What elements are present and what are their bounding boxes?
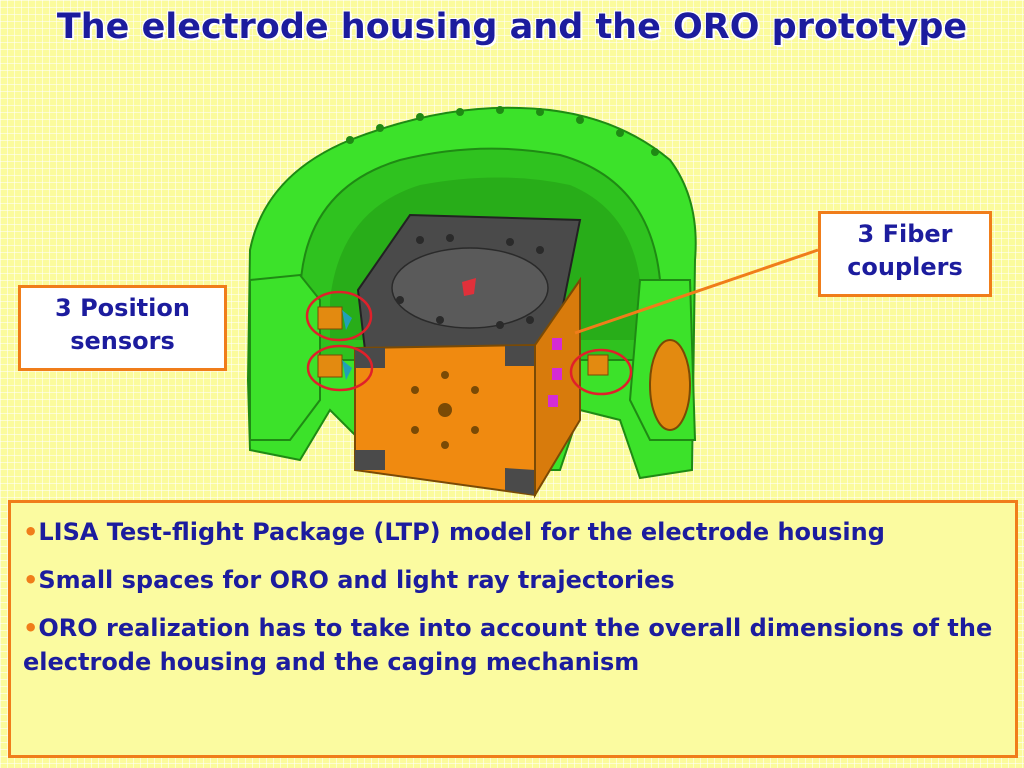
cube-top-holes bbox=[396, 234, 544, 329]
right-port bbox=[649, 339, 691, 431]
callout-fiber-line2: couplers bbox=[847, 253, 963, 281]
bullet-marker: • bbox=[23, 614, 39, 642]
callout-position-line1: 3 Position bbox=[55, 294, 190, 322]
cube-right-face bbox=[534, 276, 581, 499]
flange-bolts bbox=[346, 106, 659, 156]
highlight-circles bbox=[305, 290, 633, 396]
callout-position-line2: sensors bbox=[70, 327, 175, 355]
bullet-list-box: •LISA Test-flight Package (LTP) model fo… bbox=[8, 500, 1018, 758]
fiber-coupler-markers bbox=[548, 338, 562, 407]
callout-fiber-couplers: 3 Fiber couplers bbox=[818, 211, 992, 297]
callout-position-sensors: 3 Position sensors bbox=[18, 285, 227, 371]
bullet-text: ORO realization has to take into account… bbox=[23, 614, 993, 676]
bullet-text: Small spaces for ORO and light ray traje… bbox=[38, 566, 675, 594]
bullet-item: •LISA Test-flight Package (LTP) model fo… bbox=[23, 515, 1001, 549]
electrode-housing-render bbox=[246, 106, 819, 499]
bullet-item: •Small spaces for ORO and light ray traj… bbox=[23, 563, 1001, 597]
slide-title: The electrode housing and the ORO protot… bbox=[56, 7, 968, 47]
cube-top-marker bbox=[462, 278, 476, 296]
cube-front-corners bbox=[355, 346, 535, 495]
bullet-marker: • bbox=[23, 566, 39, 594]
bullet-text: LISA Test-flight Package (LTP) model for… bbox=[38, 518, 885, 546]
position-sensor-parts bbox=[317, 306, 609, 380]
bullet-item: •ORO realization has to take into accoun… bbox=[23, 611, 1001, 679]
bullet-marker: • bbox=[23, 518, 39, 546]
fiber-callout-pointer bbox=[574, 248, 819, 335]
callout-fiber-line1: 3 Fiber bbox=[857, 220, 953, 248]
left-clamp bbox=[249, 273, 321, 441]
cube-front-holes bbox=[411, 371, 479, 449]
